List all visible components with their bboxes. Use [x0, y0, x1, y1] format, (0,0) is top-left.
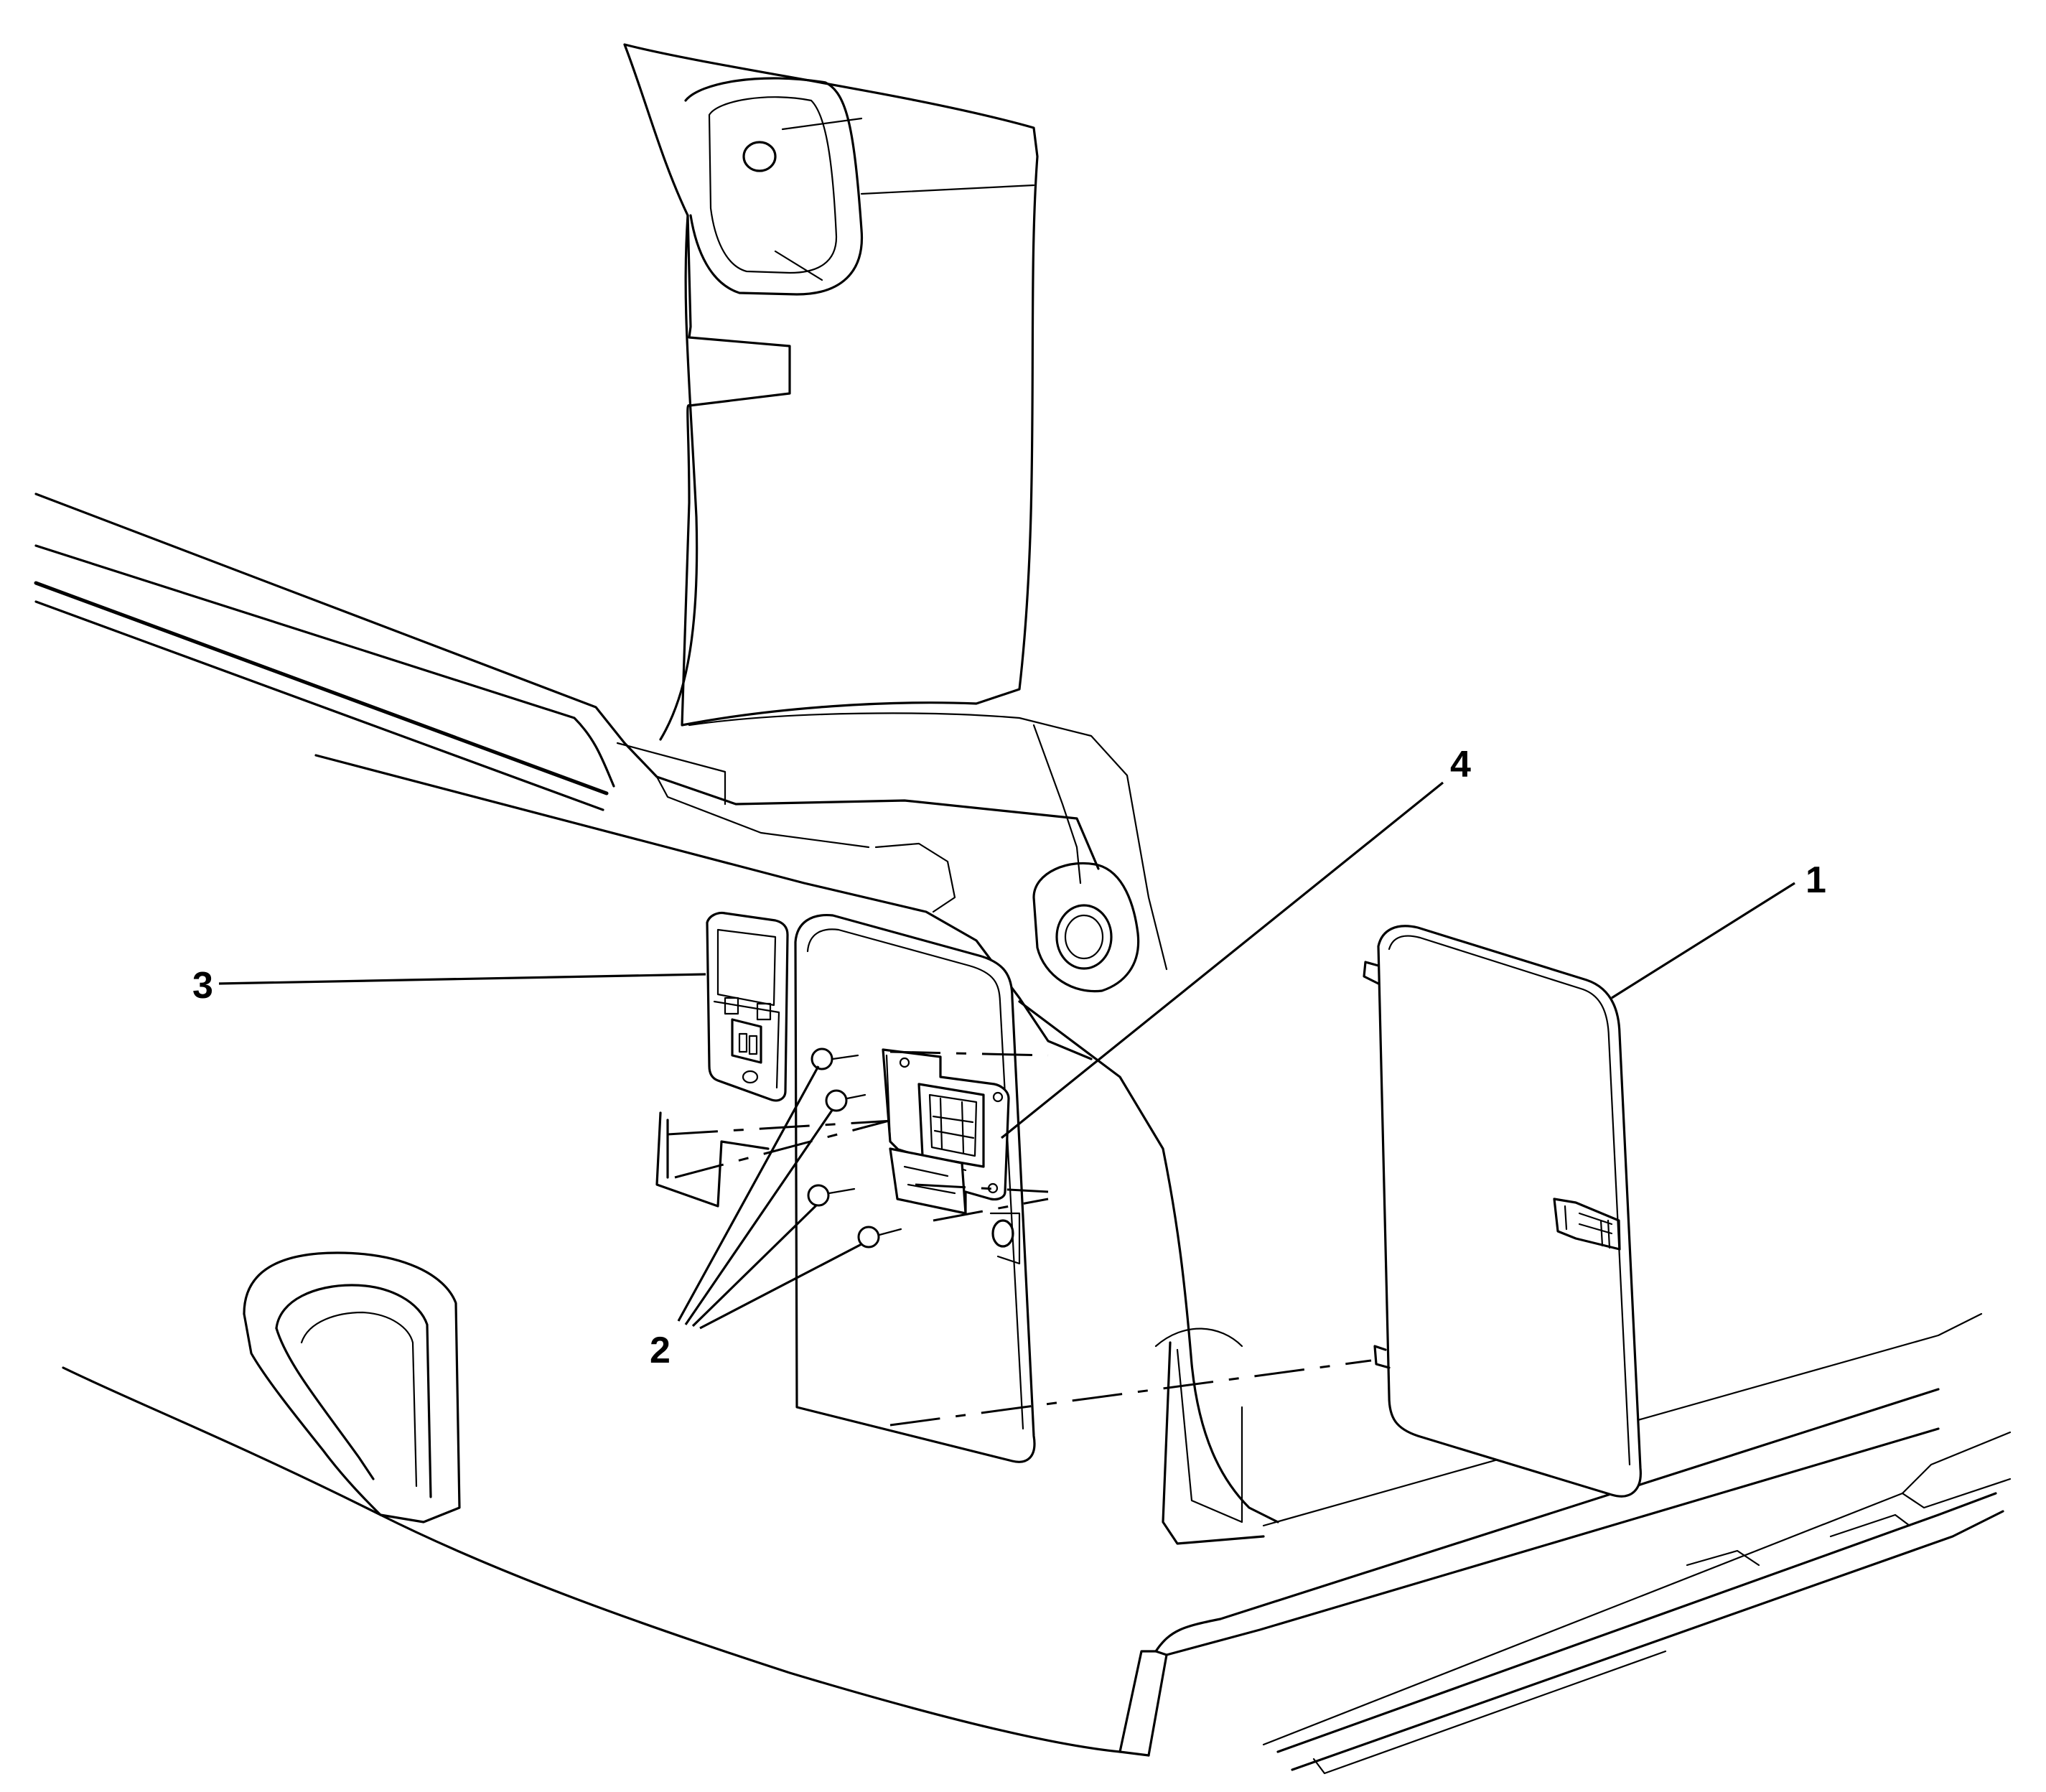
- leader-4: [1000, 781, 1444, 1139]
- rear-sill-plate: [1262, 1431, 2012, 1775]
- callout-3: 3: [192, 965, 213, 1007]
- access-cover: [889, 925, 1642, 1498]
- leader-2c: [691, 1203, 818, 1327]
- leader-3: [218, 973, 706, 985]
- control-module: [882, 1048, 1010, 1215]
- leader-2d: [699, 1243, 862, 1330]
- nut-1: [811, 1047, 833, 1070]
- callout-4: 4: [1450, 744, 1471, 785]
- wheelhouse-boss: [243, 1251, 461, 1523]
- leader-lines: [218, 781, 1795, 1330]
- quarter-upper-trim: [623, 43, 1039, 741]
- nut-4: [857, 1226, 880, 1249]
- fastener-nuts: [807, 1047, 1049, 1249]
- switch-bracket: [655, 911, 920, 1208]
- leader-2a: [677, 1065, 820, 1322]
- callout-labels: 1 2 3 4: [192, 744, 1826, 1371]
- nut-2: [825, 1089, 848, 1112]
- lower-quarter-trim: [62, 1000, 1983, 1757]
- leader-1: [1611, 882, 1795, 999]
- leader-2b: [684, 1109, 834, 1325]
- upper-sill-trim: [34, 493, 1168, 1060]
- callout-2: 2: [650, 1330, 671, 1371]
- trim-grommet: [1032, 862, 1140, 993]
- callout-1: 1: [1806, 859, 1826, 901]
- nut-3: [807, 1184, 830, 1207]
